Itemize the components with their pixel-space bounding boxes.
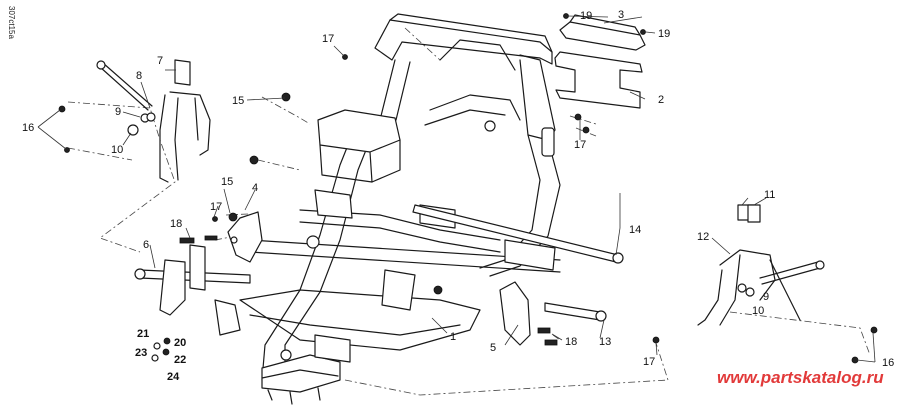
- callout-15-upper: 15: [232, 95, 244, 107]
- callout-16-left: 16: [22, 122, 34, 134]
- callout-8: 8: [136, 70, 142, 82]
- callout-15-lower: 15: [221, 176, 233, 188]
- callout-11: 11: [764, 189, 775, 201]
- watermark: www.partskatalog.ru: [717, 368, 884, 387]
- callout-19-right: 19: [658, 28, 670, 40]
- callout-19-left: 19: [580, 10, 592, 22]
- main-frame: [239, 13, 561, 405]
- callout-1: 1: [450, 331, 456, 343]
- callout-2: 2: [658, 94, 664, 106]
- callout-10-left: 10: [111, 144, 123, 156]
- callout-12: 12: [697, 231, 709, 243]
- callout-21: 21: [137, 328, 149, 340]
- footrest-and-shaft: [134, 211, 263, 336]
- callout-24: 24: [167, 371, 180, 383]
- drawing-code: 307ct15a: [7, 6, 16, 39]
- callout-7: 7: [157, 55, 163, 67]
- callout-16-right: 16: [882, 357, 894, 369]
- callout-22: 22: [174, 354, 186, 366]
- callout-20: 20: [174, 337, 186, 349]
- left-front-arm: [96, 59, 211, 183]
- callout-18-right: 18: [565, 336, 577, 348]
- callout-17-bottom: 17: [643, 356, 655, 368]
- right-front-arm: [697, 204, 825, 326]
- callout-18-left: 18: [170, 218, 182, 230]
- callout-13: 13: [599, 336, 611, 348]
- callout-9-right: 9: [763, 291, 769, 303]
- callout-6: 6: [143, 239, 149, 251]
- callout-4: 4: [252, 182, 258, 194]
- callout-14: 14: [629, 224, 641, 236]
- callout-5: 5: [490, 342, 496, 354]
- callout-17-top: 17: [322, 33, 334, 45]
- callout-17-left: 17: [210, 201, 222, 213]
- upper-rear-bracket: [554, 13, 646, 109]
- right-lower-bracket: [412, 204, 624, 346]
- callout-10-right: 10: [752, 305, 764, 317]
- callout-3: 3: [618, 9, 624, 21]
- hardware: [58, 54, 878, 364]
- leader-lines: [37, 15, 876, 363]
- callout-labels: 1 2 3 4 5 6 7 8 9 10 11 12 13 14 15 15 1…: [22, 9, 894, 383]
- callout-17-right: 17: [574, 139, 586, 151]
- callout-9-left: 9: [115, 106, 121, 118]
- callout-23: 23: [135, 347, 147, 359]
